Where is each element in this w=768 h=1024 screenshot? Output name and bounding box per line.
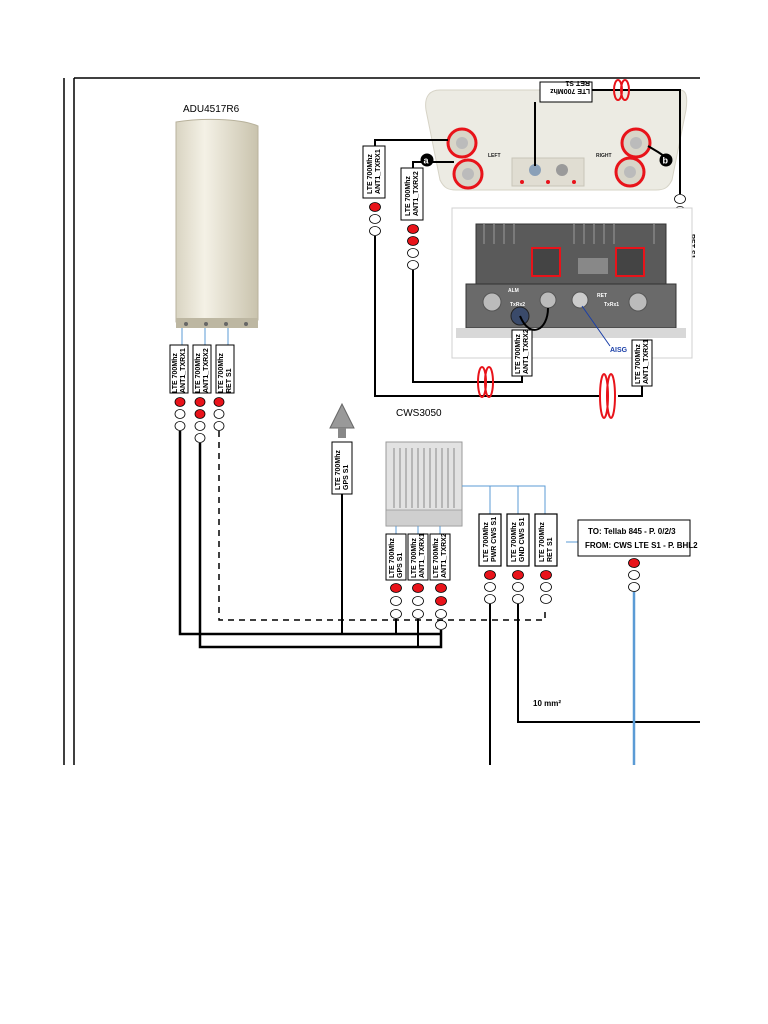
rru-txrx2: TxRx2 <box>510 302 525 308</box>
rru-panel: ALM TxRx2 RET TxRx1 AISG <box>451 207 693 359</box>
panel-right-text: RIGHT <box>596 153 612 159</box>
antenna-port-label-2: LTE 700MhzANT1_TXRX2 <box>192 344 212 394</box>
cable-rings-top <box>613 79 630 101</box>
radio-port-label-1: LTE 700MhzGPS S1 <box>385 533 407 581</box>
panel-left-text: LEFT <box>488 153 501 159</box>
detail-ant-txrx1-label: LTE 700MhzANT1_TXRX1 <box>362 145 386 199</box>
svg-text:LTE 700MhzANT1_TXRX2: LTE 700MhzANT1_TXRX2 <box>433 533 448 578</box>
cable-rings-bottom <box>477 366 616 419</box>
transport-note: TO: Tellab 845 - P. 0/2/3 FROM: CWS LTE … <box>577 519 698 557</box>
cable-size-label: 10 mm² <box>533 699 561 708</box>
gps-label: LTE 700MhzGPS S1 <box>331 441 353 495</box>
rru-txrx1-label: LTE 700MhzANT1_TXRX1 <box>631 339 653 387</box>
svg-text:LTE 700MhzGPS S1: LTE 700MhzGPS S1 <box>389 538 404 578</box>
radio-cws3050 <box>385 441 463 527</box>
svg-text:LTE 700MhzRET S1: LTE 700MhzRET S1 <box>550 79 590 94</box>
svg-text:LTE 700MhzRET S1: LTE 700MhzRET S1 <box>218 353 233 393</box>
power-label-gnd: LTE 700MhzGND CWS S1 <box>506 513 530 567</box>
svg-text:LTE 700MhzANT1_TXRX1: LTE 700MhzANT1_TXRX1 <box>635 339 650 384</box>
svg-text:LTE 700MhzGPS S1: LTE 700MhzGPS S1 <box>335 450 350 490</box>
detail-ant-txrx2-label: LTE 700MhzANT1_TXRX2 <box>400 167 424 221</box>
svg-text:LTE 700MhzANT1_TXRX2: LTE 700MhzANT1_TXRX2 <box>405 171 420 216</box>
power-label-pwr: LTE 700MhzPWR CWS S1 <box>478 513 502 567</box>
svg-text:LTE 700MhzPWR CWS S1: LTE 700MhzPWR CWS S1 <box>483 517 498 562</box>
svg-text:LTE 700MhzANT1_TXRX1: LTE 700MhzANT1_TXRX1 <box>172 348 187 393</box>
antenna-port-1-line1: LTE 700Mhz <box>172 353 179 393</box>
power-cables <box>489 604 700 765</box>
radio-title: CWS3050 <box>396 408 442 419</box>
antenna-cables <box>178 431 546 649</box>
rru-ret: RET <box>597 293 607 299</box>
antenna-port-label-3: LTE 700MhzRET S1 <box>215 344 235 394</box>
transport-note-line2: FROM: CWS LTE S1 - P. BHL2 <box>585 541 698 550</box>
transport-note-line1: TO: Tellab 845 - P. 0/2/3 <box>588 527 676 536</box>
svg-text:a: a <box>424 156 430 166</box>
svg-text:LTE 700MhzANT1_TXRX1: LTE 700MhzANT1_TXRX1 <box>367 149 382 194</box>
radio-port-label-2: LTE 700MhzANT1_TXRX1 <box>407 533 429 581</box>
svg-text:LTE 700MhzRET S1: LTE 700MhzRET S1 <box>539 522 554 562</box>
power-label-ret: LTE 700MhzRET S1 <box>534 513 558 567</box>
rru-txrx1: TxRx1 <box>604 302 619 308</box>
ret-top-label: LTE 700MhzRET S1 <box>539 79 593 103</box>
antenna-adu4517r6 <box>175 118 259 328</box>
rru-alm: ALM <box>508 288 519 294</box>
svg-text:b: b <box>663 156 669 166</box>
radio-markers <box>390 558 640 630</box>
radio-port-label-3: LTE 700MhzANT1_TXRX2 <box>429 533 451 581</box>
antenna-markers <box>174 397 225 443</box>
marker-a: a <box>420 153 434 167</box>
marker-b: b <box>659 153 673 167</box>
page-frame <box>63 77 700 765</box>
svg-text:LTE 700MhzANT1_TXRX2: LTE 700MhzANT1_TXRX2 <box>195 348 210 393</box>
svg-text:LTE 700MhzGND CWS S1: LTE 700MhzGND CWS S1 <box>511 518 526 562</box>
gps-antenna <box>329 402 355 438</box>
antenna-bottom-panel: LEFT RIGHT <box>425 89 688 191</box>
svg-text:LTE 700MhzANT1_TXRX1: LTE 700MhzANT1_TXRX1 <box>411 533 426 578</box>
rru-txrx2-label: LTE 700MhzANT1_TXRX2 <box>511 329 533 377</box>
antenna-port-label-1: LTE 700MhzANT1_TXRX1 <box>169 344 189 394</box>
svg-text:LTE 700MhzANT1_TXRX2: LTE 700MhzANT1_TXRX2 <box>515 329 530 374</box>
antenna-title: ADU4517R6 <box>183 104 240 115</box>
rru-aisg: AISG <box>610 347 628 354</box>
antenna-port-1-line2: ANT1_TXRX1 <box>180 348 187 393</box>
